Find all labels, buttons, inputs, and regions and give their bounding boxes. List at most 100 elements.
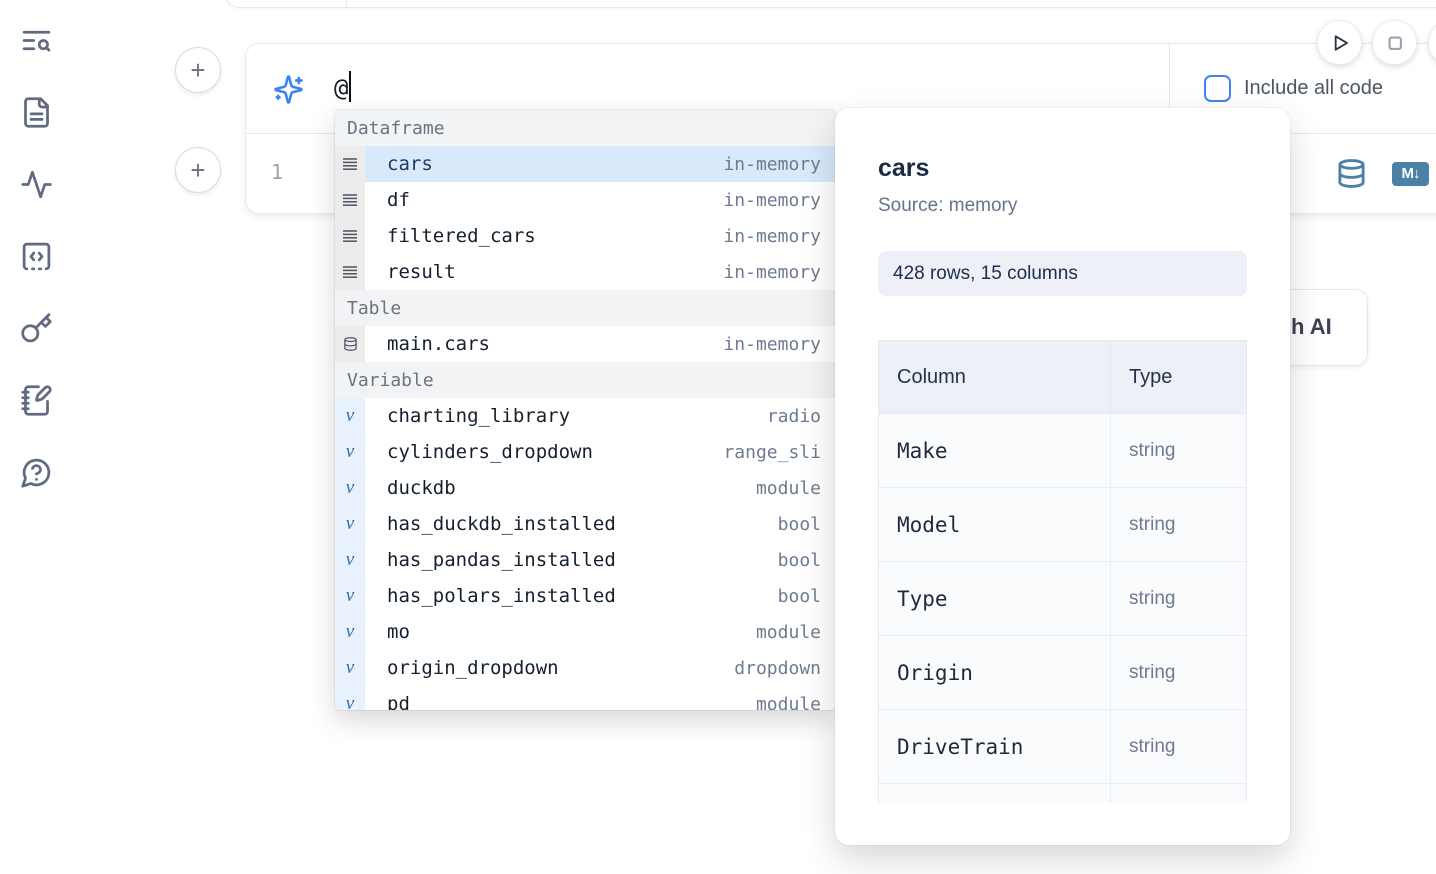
previous-cell-edge	[225, 0, 1436, 8]
popup-title: cars	[878, 154, 930, 182]
markdown-icon[interactable]: M↓	[1392, 161, 1429, 186]
stop-icon	[1388, 35, 1402, 50]
dataframe-rows-icon	[343, 230, 357, 242]
include-all-code-label: Include all code	[1244, 77, 1383, 99]
shape-badge: 428 rows, 15 columns	[878, 251, 1247, 296]
generate-with-ai-label: h AI	[1291, 314, 1332, 339]
schema-column-name: DriveTrain	[878, 709, 1111, 784]
code-editor-row[interactable]: 1 M↓	[246, 134, 1436, 213]
variable-icon: v	[345, 405, 355, 426]
autocomplete-item-name: cars	[387, 153, 433, 175]
variable-icon: v	[345, 549, 355, 570]
variable-icon: v	[345, 585, 355, 606]
autocomplete-item-type: in-memory	[723, 153, 821, 175]
autocomplete-item-name: has_duckdb_installed	[387, 513, 616, 535]
database-icon[interactable]	[1336, 158, 1367, 189]
autocomplete-item-gutter: v	[335, 434, 365, 470]
dataframe-rows-icon	[343, 158, 357, 170]
schema-column-type: string	[1110, 487, 1247, 562]
dataframe-rows-icon	[343, 194, 357, 206]
autocomplete-item-cars[interactable]: cars in-memory	[335, 146, 835, 182]
schema-column-name: Origin	[878, 635, 1111, 710]
autocomplete-item-type: bool	[777, 585, 821, 607]
sidebar	[20, 24, 53, 489]
help-bubble-icon[interactable]	[20, 456, 53, 489]
autocomplete-item-gutter: v	[335, 398, 365, 434]
autocomplete-item-name: result	[387, 261, 456, 283]
text-search-icon[interactable]	[20, 24, 53, 57]
autocomplete-item-df[interactable]: df in-memory	[335, 182, 835, 218]
sparkles-icon	[273, 74, 304, 105]
autocomplete-item-name: main.cars	[387, 333, 490, 355]
key-icon[interactable]	[20, 312, 53, 345]
schema-column-type: string	[1110, 561, 1247, 636]
autocomplete-item-has_pandas_installed[interactable]: v has_pandas_installed bool	[335, 542, 835, 578]
autocomplete-item-type: in-memory	[723, 189, 821, 211]
variable-icon: v	[345, 657, 355, 678]
autocomplete-item-result[interactable]: result in-memory	[335, 254, 835, 290]
file-text-icon[interactable]	[20, 96, 53, 129]
autocomplete-section-header: Variable	[335, 362, 835, 398]
previous-cell-divider	[346, 0, 347, 7]
add-cell-button-bottom[interactable]: +	[175, 147, 221, 193]
autocomplete-item-gutter	[335, 326, 365, 362]
autocomplete-item-name: duckdb	[387, 477, 456, 499]
autocomplete-item-gutter: v	[335, 542, 365, 578]
popup-source: Source: memory	[878, 195, 1018, 216]
table-database-icon	[343, 337, 357, 351]
autocomplete-item-type: module	[755, 477, 821, 499]
autocomplete-item-gutter: v	[335, 578, 365, 614]
schema-column-name: Model	[878, 487, 1111, 562]
activity-icon[interactable]	[20, 168, 53, 201]
add-cell-button-top[interactable]: +	[175, 47, 221, 93]
variable-icon: v	[345, 513, 355, 534]
play-icon	[1334, 34, 1348, 51]
include-all-code-checkbox[interactable]	[1204, 75, 1231, 102]
autocomplete-section-header: Dataframe	[335, 110, 835, 146]
schema-header-type: Type	[1110, 340, 1247, 414]
schema-column-type: string	[1110, 635, 1247, 710]
code-square-icon[interactable]	[20, 240, 53, 273]
autocomplete-item-type: radio	[766, 405, 821, 427]
notebook-pen-icon[interactable]	[20, 384, 53, 417]
schema-row-partial	[878, 783, 1247, 803]
autocomplete-item-name: origin_dropdown	[387, 657, 559, 679]
prompt-divider	[1169, 44, 1170, 133]
autocomplete-item-gutter: v	[335, 614, 365, 650]
autocomplete-item-name: cylinders_dropdown	[387, 441, 593, 463]
line-number: 1	[271, 160, 284, 184]
autocomplete-item-name: has_pandas_installed	[387, 549, 616, 571]
autocomplete-item-type: in-memory	[723, 261, 821, 283]
run-cell-button[interactable]	[1317, 20, 1362, 65]
autocomplete-item-type: bool	[777, 549, 821, 571]
dataframe-detail-popup: cars Source: memory 428 rows, 15 columns…	[835, 108, 1290, 845]
autocomplete-item-has_polars_installed[interactable]: v has_polars_installed bool	[335, 578, 835, 614]
autocomplete-item-name: df	[387, 189, 410, 211]
autocomplete-item-gutter: v	[335, 686, 365, 710]
schema-column-type: string	[1110, 413, 1247, 488]
stop-button[interactable]	[1372, 20, 1417, 65]
variable-icon: v	[345, 441, 355, 462]
ai-prompt-input[interactable]: @	[334, 71, 352, 102]
autocomplete-item-type: in-memory	[723, 225, 821, 247]
autocomplete-item-type: module	[755, 693, 821, 711]
autocomplete-item-name: mo	[387, 621, 410, 643]
schema-column-name: Make	[878, 413, 1111, 488]
schema-column-type: string	[1110, 709, 1247, 784]
autocomplete-item-name: has_polars_installed	[387, 585, 616, 607]
